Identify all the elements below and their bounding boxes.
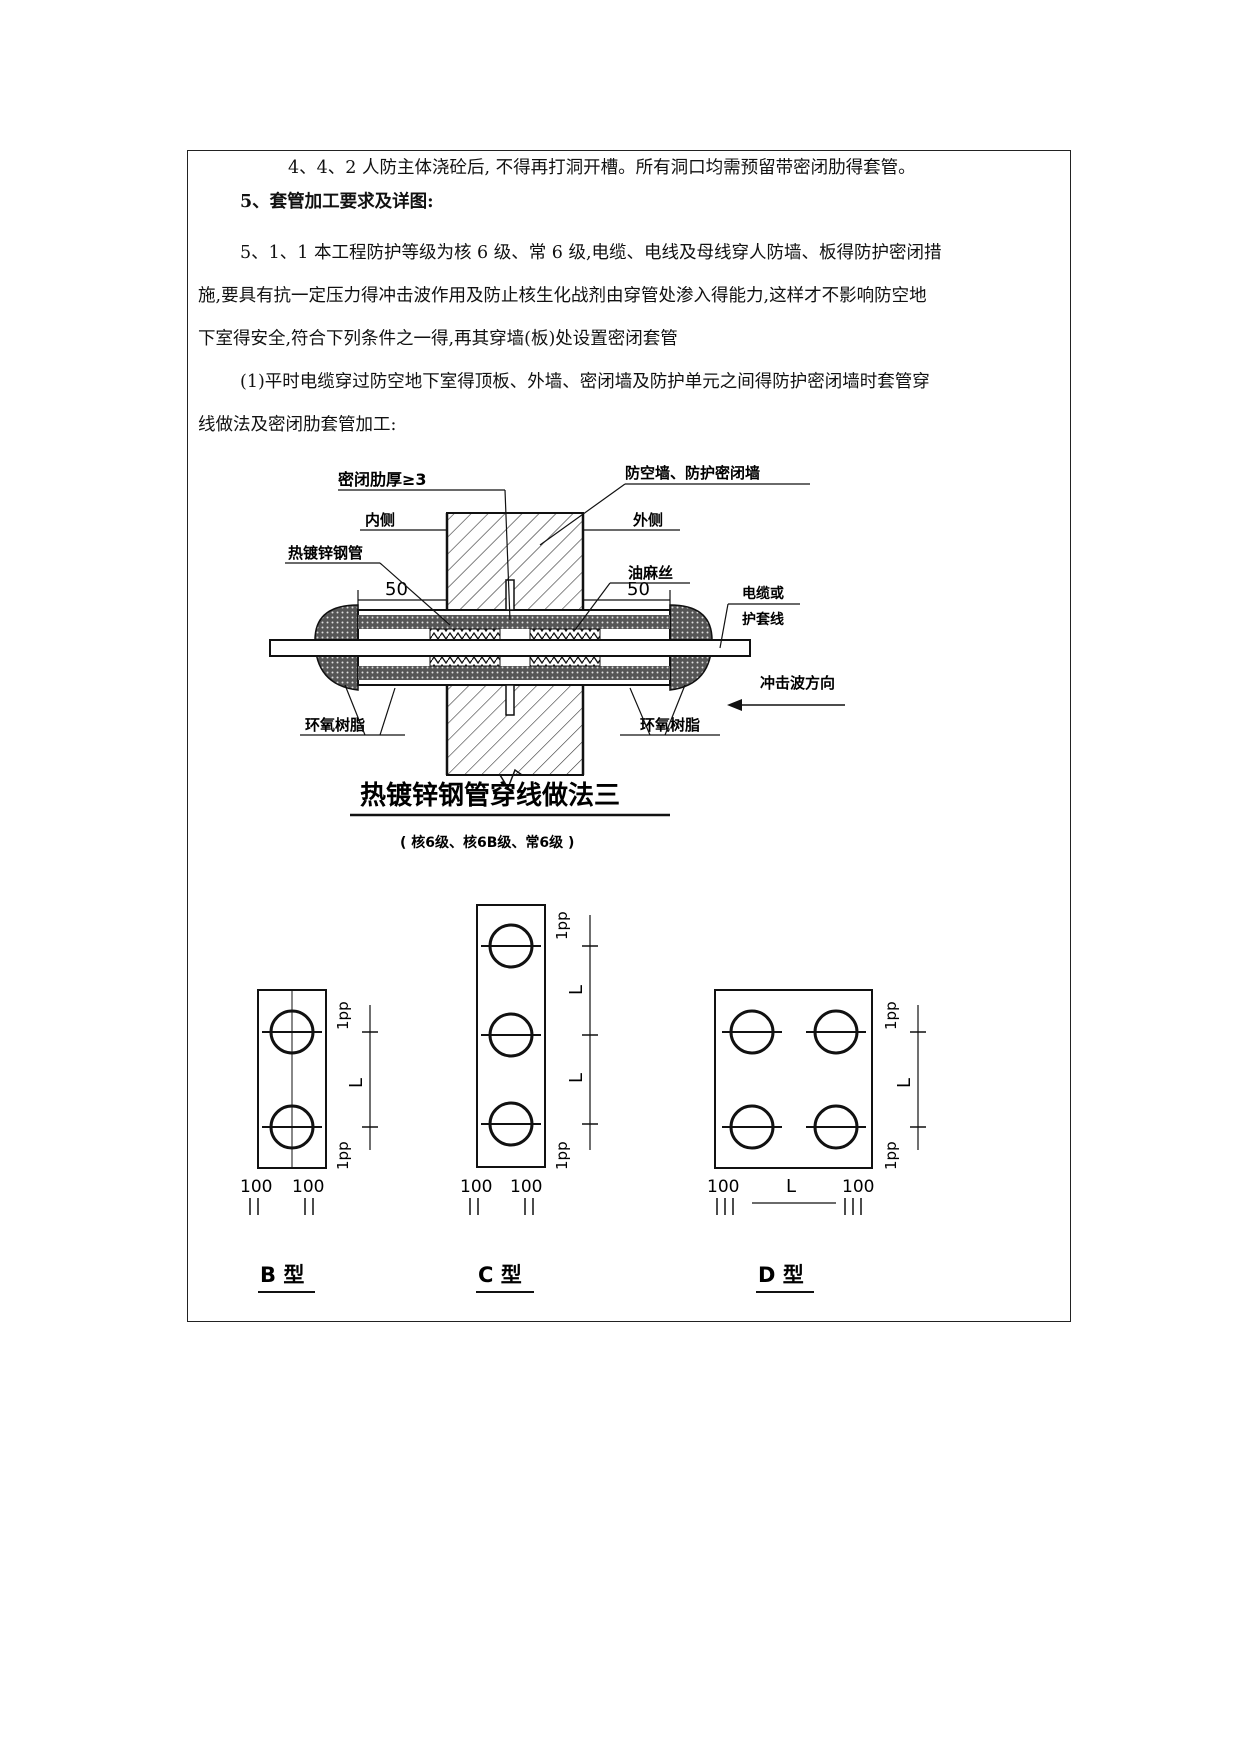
type-b-plate: L 1pp 1pp 100 100 B 型 [240, 989, 378, 1293]
d-dim-bottom: 1pp [882, 1141, 900, 1170]
d-dim-L-horizontal: L [786, 1176, 796, 1197]
paragraph-5-1-1-line3: 下室得安全,符合下列条件之一得,再其穿墙(板)处设置密闭套管 [198, 329, 678, 349]
label-wall: 防空墙、防护密闭墙 [625, 464, 760, 482]
d-dim-top: 1pp [882, 1001, 900, 1030]
label-oil-hemp: 油麻丝 [628, 564, 673, 582]
c-dim-100-right: 100 [510, 1177, 542, 1197]
document-frame [187, 150, 1071, 1322]
paragraph-1-line1: (1)平时电缆穿过防空地下室得顶板、外墙、密闭墙及防护单元之间得防护密闭墙时套管… [240, 372, 930, 392]
label-inner-side: 内侧 [365, 511, 395, 529]
c-type-label: C 型 [478, 1263, 522, 1287]
b-dim-L: L [346, 1078, 367, 1088]
paragraph-5-1-1-line2: 施,要具有抗一定压力得冲击波作用及防止核生化战剂由穿管处渗入得能力,这样才不影响… [198, 286, 927, 306]
label-epoxy-left: 环氧树脂 [305, 716, 365, 734]
c-dim-bottom: 1pp [553, 1141, 571, 1170]
dim-50-left: 50 [385, 579, 408, 600]
label-cable-b: 护套线 [742, 611, 784, 628]
d-type-label: D 型 [758, 1263, 804, 1287]
label-galvanized-pipe: 热镀锌钢管 [288, 544, 363, 562]
b-type-label: B 型 [260, 1263, 304, 1287]
c-dim-top: 1pp [553, 911, 571, 940]
figure1-subtitle: ( 核6级、核6B级、常6级 ) [400, 834, 574, 851]
c-dim-L-lower: L [566, 1073, 587, 1083]
text-line-4-4-2: 4、4、2 人防主体浇砼后, 不得再打洞开槽。所有洞口均需预留带密闭肋得套管。 [288, 158, 916, 178]
type-d-plate: L 1pp 1pp 100 100 L D 型 [707, 989, 926, 1293]
d-dim-L-vertical: L [894, 1078, 915, 1088]
b-dim-100-right: 100 [292, 1177, 324, 1197]
label-epoxy-right: 环氧树脂 [640, 716, 700, 734]
section-heading: 5、套管加工要求及详图: [240, 192, 434, 212]
b-dim-100-left: 100 [240, 1177, 272, 1197]
paragraph-1-line2: 线做法及密闭肋套管加工: [198, 415, 397, 435]
type-c-plate: L L 1pp 1pp 100 100 C 型 [460, 904, 598, 1293]
figure1-title: 热镀锌钢管穿线做法三 [360, 780, 620, 811]
b-dim-top: 1pp [334, 1001, 352, 1030]
label-cable-a: 电缆或 [742, 585, 784, 602]
d-dim-100-left: 100 [707, 1177, 739, 1197]
cable [269, 639, 751, 657]
c-dim-L-upper: L [566, 985, 587, 995]
label-outer-side: 外侧 [632, 511, 663, 529]
label-rib-thickness: 密闭肋厚≥3 [337, 470, 427, 489]
d-dim-100-right: 100 [842, 1177, 874, 1197]
b-dim-bottom: 1pp [334, 1141, 352, 1170]
paragraph-5-1-1-line1: 5、1、1 本工程防护等级为核 6 级、常 6 级,电缆、电线及母线穿人防墙、板… [240, 243, 942, 263]
label-shock-direction: 冲击波方向 [760, 674, 835, 692]
pipe-section-figure: 50 50 密闭肋厚≥3 防空墙、防护密闭墙 内侧 外侧 热镀锌钢管 油麻丝 电… [269, 464, 845, 851]
dim-50-right: 50 [627, 579, 650, 600]
c-dim-100-left: 100 [460, 1177, 492, 1197]
